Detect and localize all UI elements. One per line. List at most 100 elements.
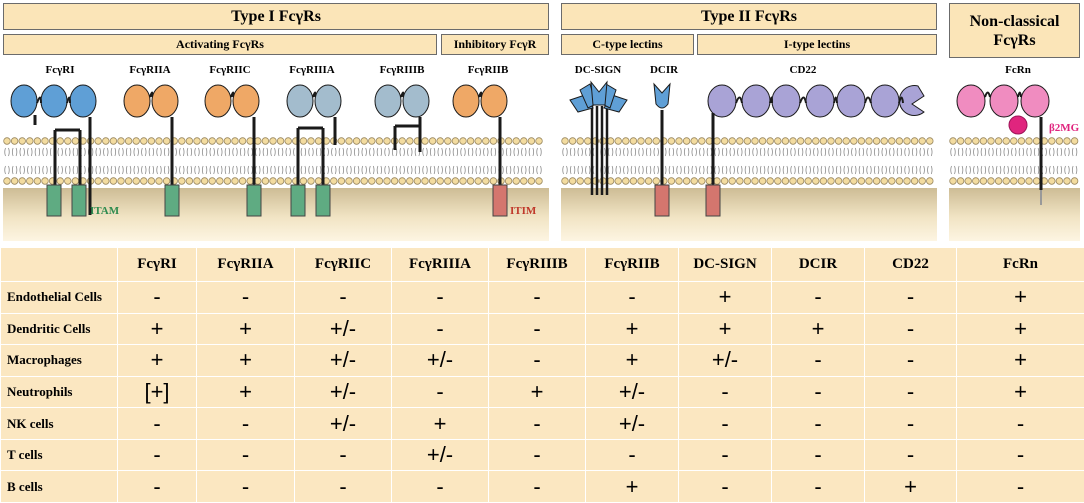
- expression-cell: -: [771, 470, 865, 503]
- inhibitory-subheader: Inhibitory FcγR: [441, 34, 549, 55]
- expression-cell: -: [196, 407, 295, 440]
- column-header: FcRn: [956, 247, 1084, 282]
- expression-cell: -: [585, 438, 679, 472]
- expression-table: FcγRI FcγRIIA FcγRIIC FcγRIIIA FcγRIIIB …: [0, 247, 1084, 503]
- expression-cell: -: [678, 438, 772, 472]
- expression-cell: +: [956, 375, 1084, 409]
- expression-cell: -: [196, 470, 295, 503]
- expression-cell: +/-: [391, 344, 489, 377]
- expression-cell: +: [956, 312, 1084, 346]
- expression-cell: -: [864, 312, 957, 346]
- expression-cell: -: [864, 438, 957, 472]
- fcgriib-receptor: [452, 84, 508, 217]
- expression-cell: -: [488, 438, 586, 472]
- expression-cell: -: [771, 281, 865, 314]
- expression-cell: +/-: [391, 438, 489, 472]
- cytoplasm-non-classical: [949, 188, 1080, 241]
- expression-cell: -: [864, 407, 957, 440]
- i-type-label: I-type lectins: [783, 37, 851, 51]
- table-row: T cells---+/-------: [0, 438, 1084, 472]
- column-header: CD22: [864, 247, 957, 282]
- expression-cell: +: [771, 312, 865, 346]
- expression-cell: +/-: [294, 375, 392, 409]
- type-ii-header: Type II FcγRs: [561, 3, 937, 30]
- expression-cell: +: [117, 312, 197, 346]
- expression-cell: +: [864, 470, 957, 503]
- expression-cell: +: [956, 344, 1084, 377]
- expression-cell: -: [864, 281, 957, 314]
- expression-cell: -: [196, 281, 295, 314]
- expression-cell: -: [391, 281, 489, 314]
- expression-cell: -: [678, 375, 772, 409]
- row-label: T cells: [0, 438, 118, 472]
- expression-cell: -: [488, 407, 586, 440]
- expression-cell: -: [864, 344, 957, 377]
- expression-cell: +: [196, 312, 295, 346]
- table-row: NK cells--+/-+-+/-----: [0, 407, 1084, 440]
- expression-cell: -: [488, 344, 586, 377]
- expression-cell: +/-: [678, 344, 772, 377]
- i-type-subheader: I-type lectins: [697, 34, 937, 55]
- expression-cell: -: [678, 470, 772, 503]
- cd22-receptor: [705, 84, 925, 217]
- row-label: Dendritic Cells: [0, 312, 118, 346]
- receptor-diagram: FcγRI FcγRIIA FcγRIIC FcγRIIIA FcγRIIIB …: [3, 64, 1080, 241]
- expression-cell: [+]: [117, 375, 197, 409]
- column-header: FcγRIIIA: [391, 247, 489, 282]
- inhibitory-label: Inhibitory FcγR: [453, 37, 537, 51]
- expression-cell: -: [771, 438, 865, 472]
- fcgri-receptor: [10, 84, 97, 217]
- expression-cell: -: [391, 312, 489, 346]
- label-fcgriiib: FcγRIIIB: [380, 64, 426, 76]
- expression-cell: -: [488, 470, 586, 503]
- expression-cell: +: [585, 470, 679, 503]
- expression-cell: -: [678, 407, 772, 440]
- non-classical-title-line2: FcγRs: [993, 31, 1036, 49]
- cytoplasm-type-i: [3, 188, 549, 241]
- expression-cell: -: [117, 438, 197, 472]
- non-classical-title-line1: Non-classical: [969, 12, 1060, 30]
- label-fcrn: FcRn: [1005, 64, 1031, 76]
- expression-cell: -: [391, 470, 489, 503]
- c-type-label: C-type lectins: [592, 37, 663, 51]
- activating-subheader: Activating FcγRs: [3, 34, 437, 55]
- type-ii-title: Type II FcγRs: [700, 7, 798, 25]
- expression-cell: +/-: [585, 375, 679, 409]
- expression-cell: -: [585, 281, 679, 314]
- expression-cell: -: [391, 375, 489, 409]
- itim-label: ITIM: [510, 205, 537, 217]
- label-fcgriib: FcγRIIB: [468, 64, 509, 76]
- label-fcgriic: FcγRIIC: [209, 64, 250, 76]
- b2mg-domain: [1008, 115, 1028, 135]
- corner-cell: [0, 247, 118, 282]
- expression-cell: +/-: [585, 407, 679, 440]
- row-label: Macrophages: [0, 344, 118, 377]
- row-label: Endothelial Cells: [0, 281, 118, 314]
- expression-cell: +: [391, 407, 489, 440]
- label-cd22: CD22: [790, 64, 817, 76]
- expression-cell: -: [294, 281, 392, 314]
- column-header: FcγRIIC: [294, 247, 392, 282]
- expression-cell: -: [956, 438, 1084, 472]
- label-fcgriiia: FcγRIIIA: [289, 64, 335, 76]
- table-row: Neutrophils[+]++/--++/----+: [0, 375, 1084, 409]
- expression-cell: +: [585, 344, 679, 377]
- expression-cell: -: [771, 375, 865, 409]
- dc-sign-receptor: [569, 80, 628, 195]
- expression-cell: +: [196, 344, 295, 377]
- expression-cell: -: [117, 470, 197, 503]
- dcir-receptor: [653, 82, 671, 217]
- expression-cell: +/-: [294, 344, 392, 377]
- activating-label: Activating FcγRs: [176, 37, 264, 51]
- c-type-subheader: C-type lectins: [561, 34, 694, 55]
- fcrn-receptor: [956, 84, 1050, 205]
- column-header: FcγRIIIB: [488, 247, 586, 282]
- fcgriia-receptor: [123, 84, 180, 217]
- label-fcgriia: FcγRIIA: [129, 64, 170, 76]
- cytoplasm-type-ii: [561, 188, 937, 241]
- table-row: Macrophages+++/-+/--++/---+: [0, 344, 1084, 377]
- non-classical-header: Non-classical FcγRs: [949, 3, 1080, 58]
- expression-cell: -: [294, 470, 392, 503]
- column-header: FcγRIIA: [196, 247, 295, 282]
- expression-cell: -: [864, 375, 957, 409]
